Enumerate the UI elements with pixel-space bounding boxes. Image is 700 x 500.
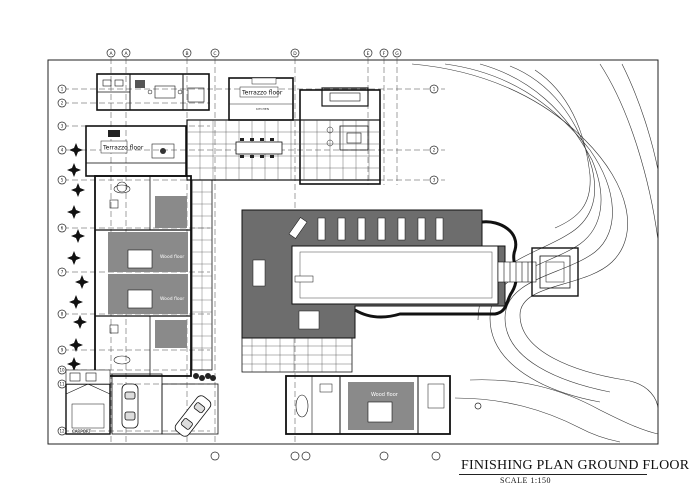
- lower-terrace-tiles: [241, 337, 353, 373]
- pool-infinity-edge: [354, 220, 518, 319]
- terrazzo-room-left: [85, 125, 187, 193]
- right-bubble-label: 2: [433, 148, 436, 153]
- left-bubble-label: 2: [61, 101, 64, 106]
- left-bubble-label: 4: [61, 148, 64, 153]
- left-bubble-label: 10: [59, 368, 65, 373]
- master-bed: [367, 401, 393, 423]
- sheet-border: [47, 59, 659, 445]
- left-bubble-label: 9: [61, 348, 64, 353]
- sun-deck-platform: [531, 247, 579, 297]
- left-bubble-label: 6: [61, 226, 64, 231]
- terrazzo-room-top: KITCHEN: [228, 77, 294, 121]
- carport: [65, 373, 219, 435]
- top-bubble-label: A: [124, 51, 128, 57]
- left-bubble-label: 12: [59, 429, 65, 434]
- site-contours: [411, 63, 659, 443]
- top-grid-bubbles: [106, 48, 402, 58]
- svg-text:KITCHEN: KITCHEN: [256, 107, 269, 111]
- car-icon: [174, 395, 212, 437]
- room-label: Terrazzo floor: [241, 90, 283, 97]
- bathroom-fixtures: [109, 184, 131, 365]
- room-label: Wood floor: [371, 392, 399, 398]
- pool-steps: [497, 261, 537, 283]
- bottom-master-block: [285, 375, 451, 435]
- top-bubble-label: A: [109, 51, 113, 57]
- bedroom-wood-floor: [108, 196, 188, 348]
- drawing-scale: SCALE 1:150: [500, 476, 552, 485]
- entry-gate: [65, 369, 111, 385]
- drawing-title: FINISHING PLAN GROUND FLOOR: [461, 458, 690, 473]
- pool-deck: [241, 209, 506, 339]
- palm-tree-icon: [67, 143, 89, 371]
- left-bubble-label: 5: [61, 178, 64, 183]
- hatch-block: [135, 80, 145, 88]
- bottom-grid-bubbles: [210, 451, 441, 461]
- title-underline: [459, 474, 647, 475]
- left-bubble-label: 3: [61, 124, 64, 129]
- left-grid-bubbles: [57, 84, 67, 436]
- room-label: Terrazzo floor: [102, 145, 144, 152]
- left-bubble-label: 8: [61, 312, 64, 317]
- room-label: Wood floor: [160, 254, 184, 260]
- left-bubble-label: 11: [59, 382, 65, 387]
- shrub-cluster: [193, 373, 216, 381]
- site-tree-symbol: [474, 402, 482, 410]
- room-label: CARPORT: [72, 429, 91, 434]
- top-bubble-label: E: [367, 51, 370, 57]
- top-bubble-label: F: [383, 51, 386, 57]
- dining-table: [235, 138, 283, 158]
- right-bubble-label: 1: [433, 87, 436, 92]
- right-bubble-label: 3: [433, 178, 436, 183]
- car-icon: [121, 383, 139, 429]
- top-bubble-label: G: [395, 51, 399, 57]
- bedroom-wing: [94, 175, 192, 377]
- top-bubble-label: B: [185, 51, 188, 57]
- top-bubble-label: D: [293, 51, 297, 57]
- left-bubble-label: 7: [61, 270, 64, 275]
- right-grid-bubbles: [429, 84, 439, 185]
- top-bubble-label: C: [213, 51, 216, 57]
- left-bubble-label: 1: [61, 87, 64, 92]
- room-label: Wood floor: [160, 296, 184, 302]
- corridor-tiles: [191, 179, 213, 371]
- top-left-wing: [96, 73, 210, 111]
